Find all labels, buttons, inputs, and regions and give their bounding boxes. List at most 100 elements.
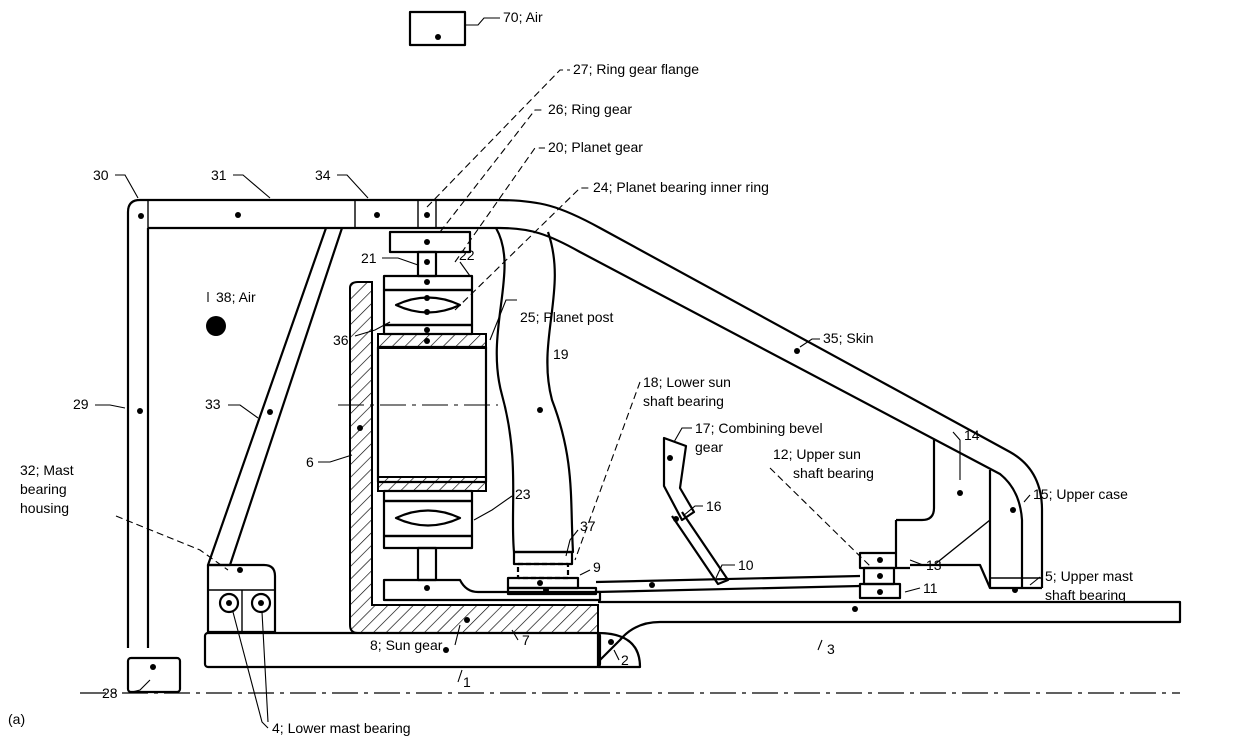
node-8 <box>424 585 430 591</box>
node-29 <box>137 408 143 414</box>
label-30: 30 <box>93 167 109 183</box>
labels: 70; Air 27; Ring gear flange 26; Ring ge… <box>8 9 1133 736</box>
label-28: 28 <box>102 685 118 701</box>
figure-label: (a) <box>8 711 25 727</box>
sun-gear-8 <box>382 578 602 602</box>
leaders <box>95 17 1041 729</box>
node-35 <box>794 348 800 354</box>
node-28 <box>150 664 156 670</box>
label-24: 24; Planet bearing inner ring <box>593 179 769 195</box>
label-34: 34 <box>315 167 331 183</box>
node-9 <box>543 587 549 593</box>
label-17b: gear <box>695 439 723 455</box>
label-37: 37 <box>580 518 596 534</box>
node-3 <box>852 606 858 612</box>
planet-lower-ring-b <box>382 534 474 550</box>
left-wall-29 <box>126 212 150 648</box>
label-26: 26; Ring gear <box>548 101 632 117</box>
hatched-shaft-6-7 <box>349 281 599 634</box>
label-5b: shaft bearing <box>1045 587 1126 603</box>
node-33 <box>267 409 273 415</box>
label-1: 1 <box>463 674 471 690</box>
support-14-link <box>933 519 991 566</box>
combining-bevel-gear-17 <box>662 436 696 522</box>
label-12a: 12; Upper sun <box>773 446 861 462</box>
label-17a: 17; Combining bevel <box>695 420 823 436</box>
label-19: 19 <box>553 346 569 362</box>
label-4: 4; Lower mast bearing <box>272 720 411 736</box>
nodes <box>137 212 1018 670</box>
bearing-18-balls <box>516 562 570 580</box>
label-33: 33 <box>205 396 221 412</box>
mast-bearing-housing-32 <box>206 563 277 634</box>
planet-lower-ring <box>382 489 474 503</box>
label-31: 31 <box>211 167 227 183</box>
node-27b <box>424 239 430 245</box>
label-27: 27; Ring gear flange <box>573 61 699 77</box>
node-34 <box>374 212 380 218</box>
node-6 <box>357 425 363 431</box>
node-16 <box>673 516 679 522</box>
planet-post-25-top <box>377 333 487 349</box>
label-14: 14 <box>964 427 980 443</box>
label-70: 70; Air <box>503 9 543 25</box>
node-4a <box>226 600 232 606</box>
label-3: 3 <box>827 641 835 657</box>
node-17 <box>667 455 673 461</box>
label-2: 2 <box>621 652 629 668</box>
label-16: 16 <box>706 498 722 514</box>
diagonal-strut-33 <box>206 227 344 567</box>
label-20: 20; Planet gear <box>548 139 643 155</box>
node-31 <box>235 212 241 218</box>
upper-case-top-outline <box>126 198 1044 588</box>
node-38 <box>206 316 226 336</box>
label-15: 15; Upper case <box>1033 486 1128 502</box>
label-25: 25; Planet post <box>520 309 614 325</box>
node-19 <box>537 407 543 413</box>
node-36 <box>424 309 430 315</box>
node-70 <box>435 34 441 40</box>
support-14 <box>894 440 992 589</box>
sun-shaft-10-bot <box>595 584 861 594</box>
node-30 <box>138 213 144 219</box>
label-6: 6 <box>306 454 314 470</box>
label-35: 35; Skin <box>823 330 874 346</box>
label-9: 9 <box>593 559 601 575</box>
node-26 <box>424 259 430 265</box>
label-13: 13 <box>926 557 942 573</box>
label-18b: shaft bearing <box>643 393 724 409</box>
node-25 <box>424 338 430 344</box>
label-32b: bearing <box>20 481 67 497</box>
label-7: 7 <box>522 632 530 648</box>
label-32a: 32; Mast <box>20 462 74 478</box>
label-38: 38; Air <box>216 289 256 305</box>
node-22 <box>424 295 430 301</box>
node-21 <box>424 279 430 285</box>
planet-post-region <box>376 345 488 484</box>
node-28-block <box>126 656 182 694</box>
bearing-11 <box>858 582 902 600</box>
label-36: 36 <box>333 332 349 348</box>
carrier-arm-19 <box>495 227 575 554</box>
node-1 <box>443 647 449 653</box>
node-10 <box>649 582 655 588</box>
label-11: 11 <box>923 580 938 596</box>
label-8: 8; Sun gear <box>370 637 443 653</box>
bevel-gear-arm-16 <box>671 511 730 586</box>
node-15 <box>1010 507 1016 513</box>
skin-inner-outline <box>148 226 1024 588</box>
planet-bearing-lower <box>382 499 474 538</box>
node-37 <box>537 580 543 586</box>
lower-post <box>416 546 438 582</box>
node-12 <box>877 573 883 579</box>
planet-post-25-bottom <box>377 476 487 492</box>
node-7 <box>464 617 470 623</box>
label-18a: 18; Lower sun <box>643 374 731 390</box>
node-11 <box>877 589 883 595</box>
node-5 <box>1012 587 1018 593</box>
fillet-2 <box>596 631 642 669</box>
node-24 <box>424 327 430 333</box>
label-29: 29 <box>73 396 89 412</box>
node-13 <box>877 557 883 563</box>
